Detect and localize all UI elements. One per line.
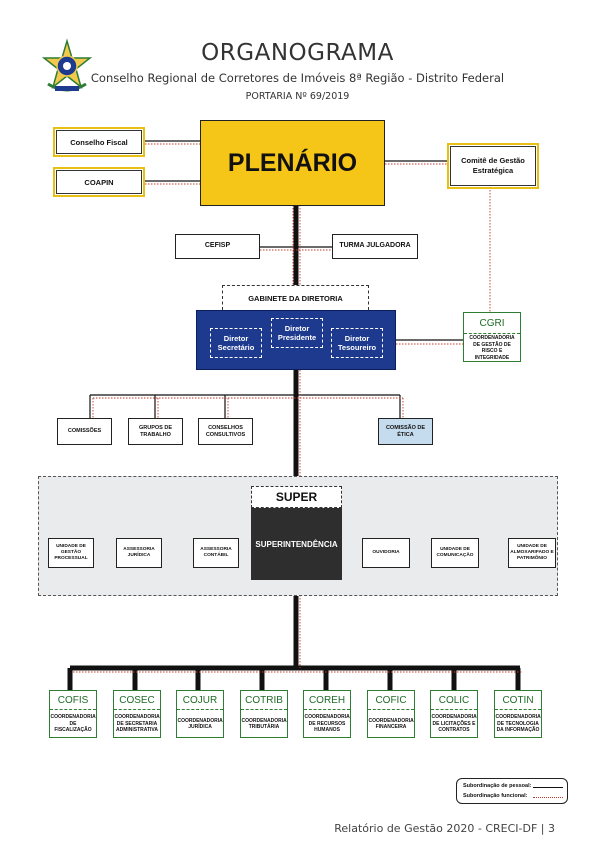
coord-acronym: COREH	[304, 691, 350, 710]
coord-name: COORDENADORIA FINANCEIRA	[368, 717, 414, 731]
page-footer: Relatório de Gestão 2020 - CRECI-DF | 3	[334, 822, 555, 835]
coord-name: COORDENADORIA DE SECRETARIA ADMINISTRATI…	[114, 714, 160, 734]
cgri-box[interactable]: CGRI COORDENADORIA DE GESTÃO DE RISCO E …	[463, 312, 521, 362]
coord-acronym: COFIS	[50, 691, 96, 710]
assessoria-juridica-box[interactable]: ASSESSORIA JURÍDICA	[116, 538, 162, 568]
turma-julgadora-box[interactable]: TURMA JULGADORA	[332, 234, 418, 259]
coord-colic-box[interactable]: COLIC COORDENADORIA DE LICITAÇÕES E CONT…	[430, 690, 478, 738]
page-subtitle: Conselho Regional de Corretores de Imóve…	[90, 71, 505, 85]
gabinete-diretoria-label[interactable]: GABINETE DA DIRETORIA	[222, 285, 369, 310]
assessoria-contabil-box[interactable]: ASSESSORIA CONTÁBIL	[193, 538, 239, 568]
coord-name: COORDENADORIA JURÍDICA	[177, 717, 223, 731]
diretor-tesoureiro-box[interactable]: Diretor Tesoureiro	[331, 328, 383, 358]
cgri-name: COORDENADORIA DE GESTÃO DE RISCO E INTEG…	[469, 335, 515, 361]
legend-funcional-line	[533, 797, 563, 798]
portaria-number: PORTARIA Nº 69/2019	[245, 91, 350, 102]
coord-cofic-box[interactable]: COFIC COORDENADORIA FINANCEIRA	[367, 690, 415, 738]
unidade-almoxarifado-patrimonio-box[interactable]: UNIDADE DE ALMOXARIFADO E PATRIMÔNIO	[508, 538, 556, 568]
comissao-etica-box[interactable]: COMISSÃO DE ÉTICA	[378, 418, 433, 445]
cgri-acronym: CGRI	[464, 313, 520, 334]
coord-name: COORDENADORIA DE FISCALIZAÇÃO	[50, 714, 96, 734]
conselhos-consultivos-box[interactable]: CONSELHOS CONSULTIVOS	[198, 418, 253, 445]
coord-acronym: COJUR	[177, 691, 223, 710]
coord-name: COORDENADORIA DE TECNOLOGIA DA INFORMAÇÃ…	[495, 714, 541, 734]
ouvidoria-box[interactable]: OUVIDORIA	[362, 538, 410, 568]
coord-cotin-box[interactable]: COTIN COORDENADORIA DE TECNOLOGIA DA INF…	[494, 690, 542, 738]
coord-cofis-box[interactable]: COFIS COORDENADORIA DE FISCALIZAÇÃO	[49, 690, 97, 738]
coord-coreh-box[interactable]: COREH COORDENADORIA DE RECURSOS HUMANOS	[303, 690, 351, 738]
cefisp-box[interactable]: CEFISP	[175, 234, 260, 259]
legend-funcional-label: Subordinação funcional:	[463, 793, 528, 799]
plenario-box[interactable]: PLENÁRIO	[200, 120, 385, 206]
coord-acronym: COTRIB	[241, 691, 287, 710]
coord-acronym: COSEC	[114, 691, 160, 710]
diretor-presidente-box[interactable]: Diretor Presidente	[271, 318, 323, 348]
super-label[interactable]: SUPER	[251, 486, 342, 508]
coord-name: COORDENADORIA DE LICITAÇÕES E CONTRATOS	[431, 714, 477, 734]
coord-acronym: COLIC	[431, 691, 477, 710]
comite-gestao-box[interactable]: Comitê de Gestão Estratégica	[447, 143, 539, 189]
coord-cosec-box[interactable]: COSEC COORDENADORIA DE SECRETARIA ADMINI…	[113, 690, 161, 738]
coord-acronym: COTIN	[495, 691, 541, 710]
diretor-secretario-box[interactable]: Diretor Secretário	[210, 328, 262, 358]
diretoria-board[interactable]	[196, 310, 396, 370]
conselho-fiscal-box[interactable]: Conselho Fiscal	[53, 127, 145, 157]
coord-name: COORDENADORIA DE RECURSOS HUMANOS	[304, 714, 350, 734]
coord-name: COORDENADORIA TRIBUTÁRIA	[241, 717, 287, 731]
comissoes-box[interactable]: COMISSÕES	[57, 418, 112, 445]
legend-pessoal-line	[533, 787, 563, 788]
coapin-box[interactable]: COAPIN	[53, 167, 145, 197]
legend-pessoal-label: Subordinação de pessoal:	[463, 783, 532, 789]
legend: Subordinação de pessoal: Subordinação fu…	[456, 778, 568, 804]
grupos-trabalho-box[interactable]: GRUPOS DE TRABALHO	[128, 418, 183, 445]
coord-acronym: COFIC	[368, 691, 414, 710]
unidade-comunicacao-box[interactable]: UNIDADE DE COMUNICAÇÃO	[431, 538, 479, 568]
page-title: ORGANOGRAMA	[201, 40, 394, 66]
superintendencia-box[interactable]: SUPERINTENDÊNCIA	[251, 508, 342, 580]
unidade-gestao-processual-box[interactable]: UNIDADE DE GESTÃO PROCESSUAL	[48, 538, 94, 568]
coord-cojur-box[interactable]: COJUR COORDENADORIA JURÍDICA	[176, 690, 224, 738]
brasao-republica-emblem-icon	[38, 38, 96, 96]
coord-cotrib-box[interactable]: COTRIB COORDENADORIA TRIBUTÁRIA	[240, 690, 288, 738]
